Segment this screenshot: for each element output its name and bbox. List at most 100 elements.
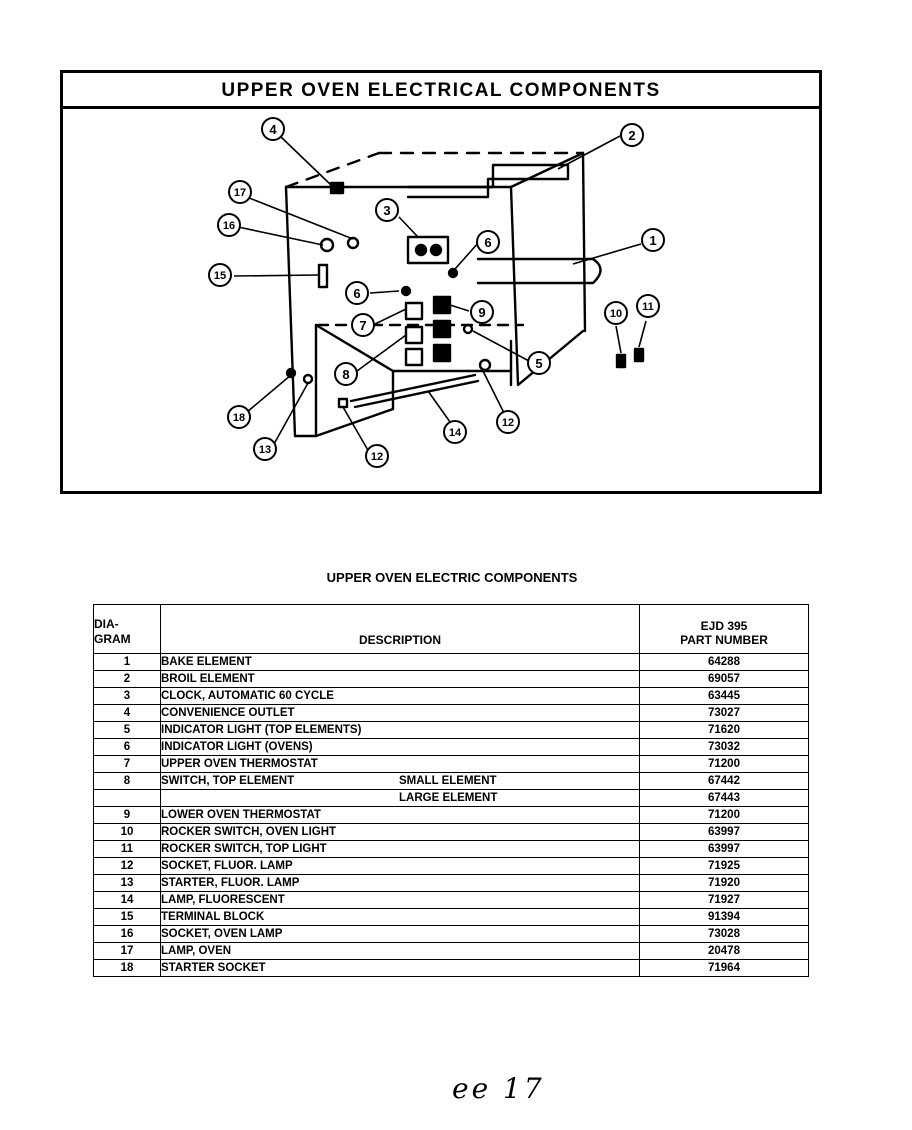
svg-text:12: 12	[371, 451, 383, 463]
switch-bank	[404, 295, 452, 367]
callout-18: 18	[227, 405, 251, 429]
row-diagram-number: 16	[93, 925, 161, 943]
row-description: BAKE ELEMENT	[160, 653, 640, 671]
row-part-number: 67442	[639, 772, 809, 790]
row-diagram-number: 14	[93, 891, 161, 909]
svg-text:8: 8	[342, 367, 349, 382]
row-description: STARTER, FLUOR. LAMP	[160, 874, 640, 892]
row-diagram-number: 18	[93, 959, 161, 977]
row-part-number: 71920	[639, 874, 809, 892]
row-description-text: INDICATOR LIGHT (TOP ELEMENTS)	[161, 724, 362, 736]
header-description: DESCRIPTION	[160, 604, 640, 654]
svg-text:5: 5	[535, 356, 542, 371]
callout-9: 9	[470, 300, 494, 324]
row-description: STARTER SOCKET	[160, 959, 640, 977]
row-description-text: SOCKET, OVEN LAMP	[161, 928, 283, 940]
table-header-row: DIA- GRAM DESCRIPTION EJD 395 PART NUMBE…	[93, 604, 809, 654]
row-part-number: 71964	[639, 959, 809, 977]
row-description-text: UPPER OVEN THERMOSTAT	[161, 758, 318, 770]
callout-10: 10	[604, 301, 628, 325]
header-diagram: DIA- GRAM	[93, 604, 161, 654]
callout-5: 5	[527, 351, 551, 375]
rocker-switch-oven	[615, 353, 627, 369]
callout-12a: 12	[496, 410, 520, 434]
row-description-text: STARTER, FLUOR. LAMP	[161, 877, 300, 889]
fluor-lamp-socket-left	[337, 397, 349, 409]
leader-lines	[233, 135, 647, 453]
svg-text:6: 6	[484, 235, 491, 250]
diagram-frame: UPPER OVEN ELECTRICAL COMPONENTS	[60, 70, 822, 494]
callout-17: 17	[228, 180, 252, 204]
row-description: INDICATOR LIGHT (OVENS)	[160, 738, 640, 756]
svg-text:18: 18	[233, 412, 245, 424]
row-diagram-number: 5	[93, 721, 161, 739]
row-description: LARGE ELEMENT	[160, 789, 640, 807]
row-description-text: SOCKET, FLUOR. LAMP	[161, 860, 293, 872]
indicator-light-top	[462, 323, 474, 335]
row-part-number: 67443	[639, 789, 809, 807]
row-part-number: 91394	[639, 908, 809, 926]
callout-1: 1	[641, 228, 665, 252]
svg-text:4: 4	[269, 122, 277, 137]
row-diagram-number: 6	[93, 738, 161, 756]
row-description-text: INDICATOR LIGHT (OVENS)	[161, 741, 313, 753]
row-diagram-number: 9	[93, 806, 161, 824]
row-diagram-number	[93, 789, 161, 807]
callout-8: 8	[334, 362, 358, 386]
row-description: ROCKER SWITCH, TOP LIGHT	[160, 840, 640, 858]
row-part-number: 71620	[639, 721, 809, 739]
svg-text:9: 9	[478, 305, 485, 320]
row-part-number: 71927	[639, 891, 809, 909]
row-description: SOCKET, FLUOR. LAMP	[160, 857, 640, 875]
row-part-number: 63445	[639, 687, 809, 705]
row-diagram-number: 8	[93, 772, 161, 790]
oven-lamp	[346, 236, 360, 250]
row-diagram-number: 4	[93, 704, 161, 722]
panel-box	[284, 151, 587, 438]
header-part-number: EJD 395 PART NUMBER	[639, 604, 809, 654]
svg-text:6: 6	[353, 286, 360, 301]
row-part-number: 63997	[639, 823, 809, 841]
row-diagram-number: 1	[93, 653, 161, 671]
broil-element	[406, 163, 570, 199]
row-diagram-number: 12	[93, 857, 161, 875]
rocker-switch-top	[633, 347, 645, 363]
callout-7: 7	[351, 313, 375, 337]
indicator-light-upper	[447, 267, 459, 279]
terminal-block	[317, 263, 329, 289]
row-description: UPPER OVEN THERMOSTAT	[160, 755, 640, 773]
row-part-number: 69057	[639, 670, 809, 688]
svg-text:12: 12	[502, 417, 514, 429]
svg-text:15: 15	[214, 270, 226, 282]
handwritten-note: ee 17	[452, 1072, 545, 1105]
svg-text:17: 17	[234, 187, 246, 199]
callout-16: 16	[217, 213, 241, 237]
row-description: LAMP, OVEN	[160, 942, 640, 960]
indicator-light-lower	[400, 285, 412, 297]
callout-6b: 6	[345, 281, 369, 305]
svg-text:7: 7	[359, 318, 366, 333]
row-part-number: 20478	[639, 942, 809, 960]
clock	[406, 235, 450, 265]
row-description-text: LAMP, OVEN	[161, 945, 232, 957]
diagram-title: UPPER OVEN ELECTRICAL COMPONENTS	[63, 73, 819, 109]
row-description-text: TERMINAL BLOCK	[161, 911, 265, 923]
row-description: CONVENIENCE OUTLET	[160, 704, 640, 722]
row-part-number: 71200	[639, 806, 809, 824]
row-part-number: 71925	[639, 857, 809, 875]
row-description-text: STARTER SOCKET	[161, 962, 266, 974]
row-description-text: CLOCK, AUTOMATIC 60 CYCLE	[161, 690, 334, 702]
row-description: TERMINAL BLOCK	[160, 908, 640, 926]
row-diagram-number: 2	[93, 670, 161, 688]
row-diagram-number: 3	[93, 687, 161, 705]
